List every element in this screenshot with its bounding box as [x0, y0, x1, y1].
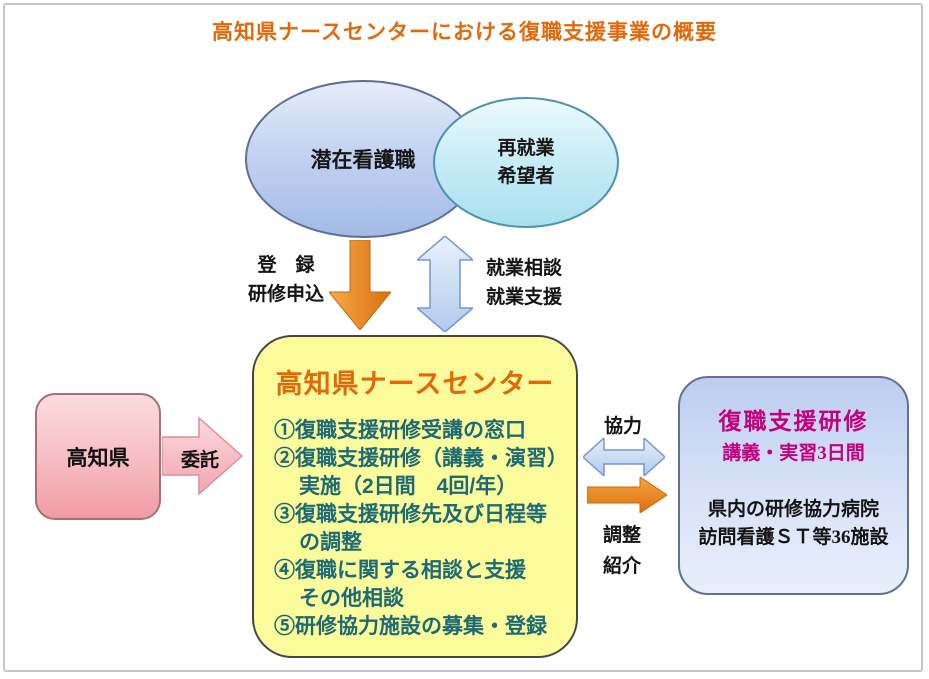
employment-label-line1: 就業相談 — [485, 258, 562, 279]
nurse-center-list: ①復職支援研修受講の窓口 ②復職支援研修（講義・演習） 実施（2日間 4回/年）… — [274, 417, 570, 641]
nurse-center-title: 高知県ナースセンター — [275, 369, 555, 399]
reemployment-ellipse: 再就業 希望者 — [433, 97, 619, 228]
list-item: ①復職支援研修受講の窓口 — [274, 419, 526, 442]
referral-right-arrow-icon — [587, 477, 667, 513]
entrust-right-arrow-icon — [162, 416, 244, 496]
coordination-label-line2: 紹介 — [602, 556, 641, 577]
potential-nurses-label: 潜在看護職 — [310, 148, 416, 172]
reemployment-label-line1: 再就業 — [497, 137, 555, 159]
reemployment-label-line2: 希望者 — [497, 165, 555, 187]
kochi-prefecture-box: 高知県 — [35, 393, 161, 520]
nurse-center-box: 高知県ナースセンター ①復職支援研修受講の窓口 ②復職支援研修（講義・演習） 実… — [252, 335, 578, 658]
training-subtitle: 講義・実習3日間 — [722, 443, 865, 464]
training-detail: 県内の研修協力病院 訪問看護ＳＴ等36施設 — [680, 496, 907, 552]
coordination-label-line1: 調整 — [602, 525, 641, 546]
employment-label-line2: 就業支援 — [485, 287, 562, 308]
cooperation-label: 協力 — [603, 416, 642, 437]
registration-label: 登 録 研修申込 — [234, 251, 338, 309]
kochi-prefecture-label: 高知県 — [66, 445, 130, 470]
entrust-label: 委託 — [180, 450, 219, 471]
diagram-frame — [3, 3, 923, 672]
registration-label-line1: 登 録 — [257, 255, 315, 276]
training-detail-line2: 訪問看護ＳＴ等36施設 — [698, 527, 889, 548]
list-item: ②復職支援研修（講義・演習） — [274, 447, 568, 470]
registration-down-arrow-icon — [329, 240, 391, 330]
coordination-label: 調整 紹介 — [592, 520, 652, 582]
list-item: 実施（2日間 4回/年） — [299, 475, 518, 498]
employment-updown-arrow-icon — [417, 236, 473, 332]
training-title: 復職支援研修 — [718, 409, 869, 434]
training-detail-line1: 県内の研修協力病院 — [707, 499, 879, 520]
cooperation-leftright-arrow-icon — [583, 438, 665, 476]
list-item: その他相談 — [299, 587, 404, 610]
training-box: 復職支援研修 講義・実習3日間 県内の研修協力病院 訪問看護ＳＴ等36施設 — [678, 376, 909, 595]
registration-label-line2: 研修申込 — [247, 284, 324, 305]
list-item: ⑤研修協力施設の募集・登録 — [274, 615, 547, 638]
list-item: ④復職に関する相談と支援 — [274, 559, 526, 582]
page-title: 高知県ナースセンターにおける復職支援事業の概要 — [212, 21, 717, 44]
list-item: ③復職支援研修先及び日程等 — [274, 503, 547, 526]
list-item: の調整 — [299, 531, 362, 554]
employment-label: 就業相談 就業支援 — [472, 254, 576, 312]
